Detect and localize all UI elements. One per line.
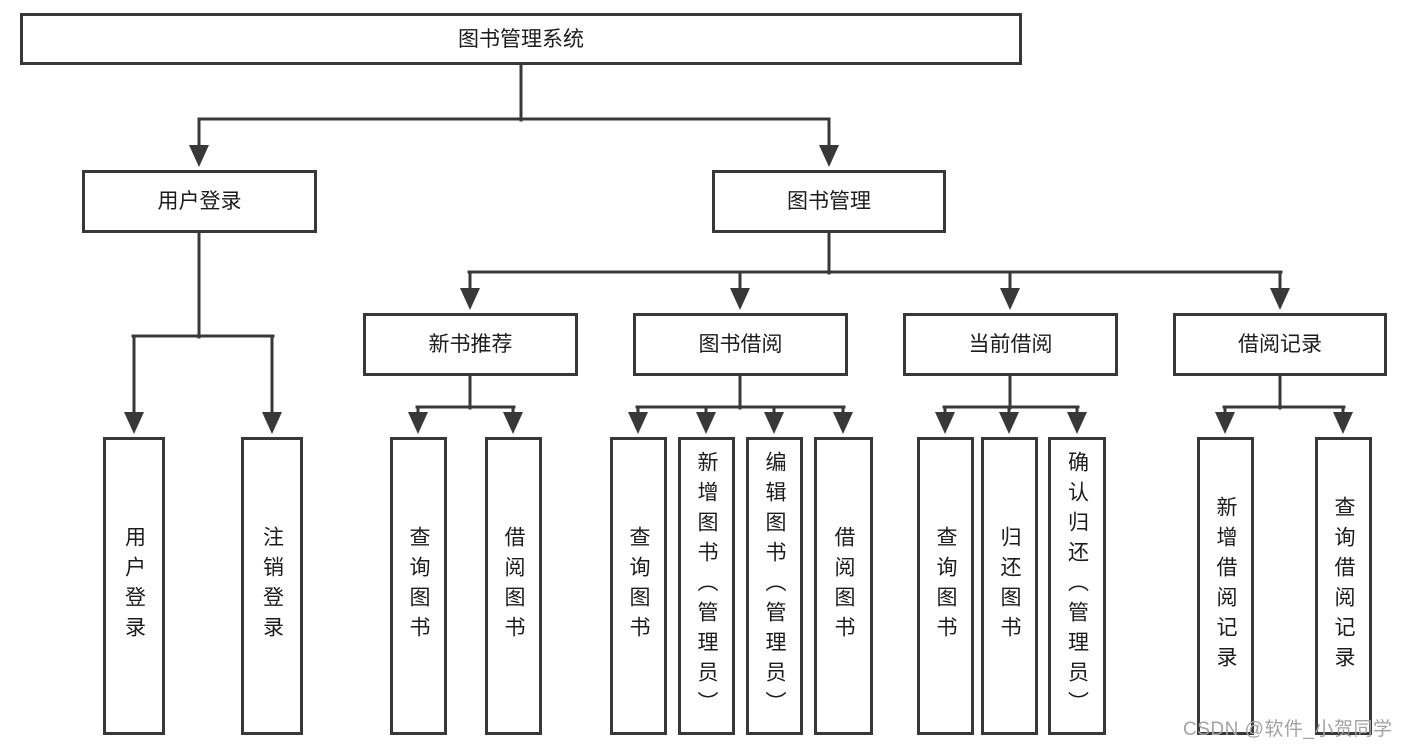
connector-user-login-to-leaves bbox=[124, 231, 282, 434]
leaf-logout: 注销登录 bbox=[241, 437, 303, 735]
leaf-label: 归还图书 bbox=[998, 526, 1021, 646]
leaf-query-books-borrowing: 查询图书 bbox=[610, 437, 667, 735]
leaf-query-books-recommend: 查询图书 bbox=[390, 437, 447, 735]
node-book-borrowing: 图书借阅 bbox=[633, 313, 848, 376]
leaf-user-login: 用户登录 bbox=[103, 437, 165, 735]
leaf-label: 查询借阅记录 bbox=[1332, 496, 1355, 676]
leaf-query-borrow-record: 查询借阅记录 bbox=[1315, 437, 1372, 735]
node-label: 新书推荐 bbox=[428, 333, 513, 356]
leaf-borrow-books-recommend: 借阅图书 bbox=[485, 437, 542, 735]
leaf-label: 查询图书 bbox=[627, 526, 650, 646]
node-borrowing-records: 借阅记录 bbox=[1173, 313, 1387, 376]
leaf-label: 用户登录 bbox=[122, 526, 146, 646]
node-label: 当前借阅 bbox=[968, 333, 1053, 356]
node-library-management-system: 图书管理系统 bbox=[20, 13, 1022, 65]
node-label: 图书管理系统 bbox=[458, 27, 584, 51]
leaf-label: 借阅图书 bbox=[832, 526, 855, 646]
leaf-borrow-books: 借阅图书 bbox=[814, 437, 873, 735]
node-label: 图书借阅 bbox=[698, 333, 783, 356]
node-current-borrowing: 当前借阅 bbox=[903, 313, 1118, 376]
leaf-label: 查询图书 bbox=[934, 526, 957, 646]
leaf-confirm-return-admin: 确认归还（管理员） bbox=[1048, 437, 1106, 735]
connector-borrowing-records bbox=[1215, 374, 1353, 434]
leaf-label: 确认归还（管理员） bbox=[1065, 451, 1089, 721]
leaf-label: 编辑图书（管理员） bbox=[763, 451, 786, 721]
node-user-login: 用户登录 bbox=[82, 170, 317, 233]
connector-book-management-to-level3 bbox=[460, 231, 1290, 310]
node-label: 用户登录 bbox=[157, 190, 242, 213]
leaf-return-books: 归还图书 bbox=[981, 437, 1038, 735]
connector-book-borrowing bbox=[628, 374, 853, 434]
connector-current-borrowing bbox=[935, 374, 1087, 434]
leaf-edit-book-admin: 编辑图书（管理员） bbox=[746, 437, 803, 735]
leaf-label: 注销登录 bbox=[260, 526, 284, 646]
connector-new-book-recommendation bbox=[408, 374, 523, 434]
connector-root-to-level2 bbox=[189, 63, 839, 167]
leaf-label: 新增借阅记录 bbox=[1214, 496, 1237, 676]
node-book-management: 图书管理 bbox=[712, 170, 946, 233]
leaf-label: 借阅图书 bbox=[502, 526, 525, 646]
node-label: 图书管理 bbox=[787, 190, 871, 213]
leaf-label: 新增图书（管理员） bbox=[695, 451, 718, 721]
watermark: CSDN @软件_小贺同学 bbox=[1183, 719, 1393, 740]
leaf-add-book-admin: 新增图书（管理员） bbox=[678, 437, 735, 735]
leaf-add-borrow-record: 新增借阅记录 bbox=[1197, 437, 1254, 735]
leaf-label: 查询图书 bbox=[407, 526, 430, 646]
node-label: 借阅记录 bbox=[1238, 333, 1322, 356]
leaf-query-books-current: 查询图书 bbox=[917, 437, 974, 735]
node-new-book-recommendation: 新书推荐 bbox=[363, 313, 578, 376]
